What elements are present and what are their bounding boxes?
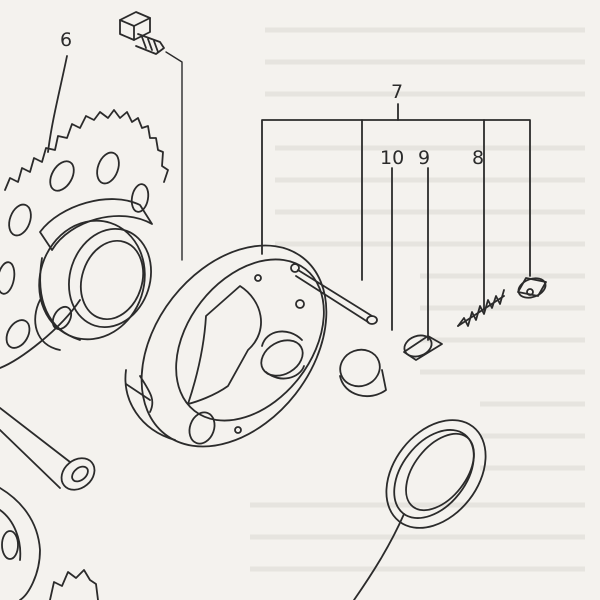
starter-gear — [0, 109, 169, 369]
shaft-pin — [0, 407, 96, 491]
callout-9: 9 — [418, 147, 430, 169]
background-bleed-through — [250, 27, 585, 572]
lower-gear-fragment — [0, 487, 99, 600]
callout-10: 10 — [380, 147, 404, 169]
callout-6-leader — [47, 55, 68, 153]
starter-clutch — [124, 244, 328, 448]
callout-bracket — [261, 103, 531, 341]
callout-8: 8 — [472, 147, 484, 169]
spring-pin — [295, 269, 378, 325]
plunger — [403, 334, 443, 361]
callout-6: 6 — [60, 29, 72, 51]
callout-7: 7 — [391, 81, 403, 103]
spring-cap — [517, 277, 547, 299]
bolt-leader-line — [165, 51, 183, 261]
spring — [457, 289, 505, 327]
roller — [339, 348, 387, 398]
bolt — [119, 11, 165, 55]
oil-seal — [353, 419, 487, 600]
